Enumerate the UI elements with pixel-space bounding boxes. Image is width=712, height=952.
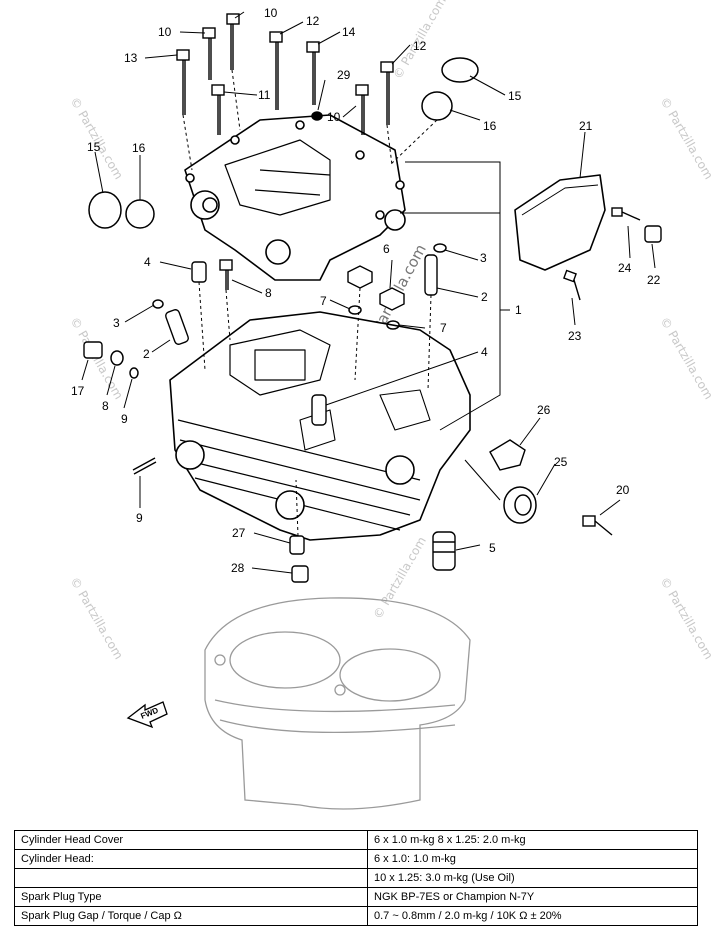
callout-13: 13 [124,51,138,65]
cylinder-head-cover [184,114,406,281]
spec-label: Cylinder Head Cover [14,830,368,850]
dowel-4 [191,261,207,283]
watermark-text: © Partzilla.com [657,315,712,402]
callout-21: 21 [579,119,593,133]
callout-3: 3 [480,251,487,265]
spec-value: 0.7 ~ 0.8mm / 2.0 m-kg / 10K Ω ± 20% [367,906,698,926]
bolt-12-right [380,61,394,125]
bolt-10-mid [355,84,369,135]
spec-value: 10 x 1.25: 3.0 m-kg (Use Oil) [367,868,698,888]
spec-label: Spark Plug Gap / Torque / Cap Ω [14,906,368,926]
part-22 [644,225,662,243]
callout-16: 16 [132,141,146,155]
seals [88,57,537,524]
table-row: 10 x 1.25: 3.0 m-kg (Use Oil) [14,868,698,888]
callout-10: 10 [158,25,172,39]
torque-spec-table: Cylinder Head Cover 6 x 1.0 m-kg 8 x 1.2… [14,830,698,926]
front-direction-arrow: FWD [126,701,168,729]
leader-lines [81,11,656,574]
cylinder-head [169,311,471,541]
bolt-8 [219,259,233,290]
table-row: Spark Plug Type NGK BP-7ES or Champion N… [14,887,698,907]
callout-10: 10 [327,110,341,124]
callout-20: 20 [616,483,630,497]
bolt-24 [611,207,641,221]
spec-label: Spark Plug Type [14,887,368,907]
watermark-text: © Partzilla.com [657,95,712,182]
nut-6-bottom [379,287,405,311]
callout-4: 4 [144,255,151,269]
callout-25: 25 [554,455,568,469]
bolt-10-top [226,13,240,70]
table-row: Spark Plug Gap / Torque / Cap Ω 0.7 ~ 0.… [14,906,698,926]
callout-14: 14 [342,25,356,39]
callout-1: 1 [515,303,522,317]
callout-9: 9 [136,511,143,525]
callout-16: 16 [483,119,497,133]
callout-23: 23 [568,329,582,343]
callout-15: 15 [508,89,522,103]
bolt-10-left [202,27,216,80]
spark-plug-26 [489,439,526,471]
guide-4-mid [311,394,327,426]
callout-5: 5 [489,541,496,555]
cylinder-block-outline [204,597,471,810]
part-28 [291,565,309,583]
guide-2-left [165,309,189,345]
callout-15: 15 [87,140,101,154]
watermark-text: © Partzilla.com [67,95,125,182]
callout-8: 8 [102,399,109,413]
watermark-text: © Partzilla.com [370,534,428,621]
callout-9: 9 [121,412,128,426]
plug-17 [83,341,103,359]
callout-24: 24 [618,261,632,275]
callout-2: 2 [143,347,150,361]
callout-4: 4 [481,345,488,359]
spec-label [14,868,368,888]
bolt-11 [211,84,225,135]
bolt-23 [563,269,581,301]
callout-29: 29 [337,68,351,82]
spec-value: 6 x 1.0: 1.0 m-kg [367,849,698,869]
callout-7: 7 [320,294,327,308]
callout-27: 27 [232,526,246,540]
stud-9 [132,457,157,475]
callout-7: 7 [440,321,447,335]
bolt-12-left [269,31,283,110]
callout-10: 10 [264,6,278,20]
callout-12: 12 [413,39,427,53]
callout-6: 6 [383,242,390,256]
callout-28: 28 [231,561,245,575]
bolts [83,13,662,583]
callout-17: 17 [71,384,85,398]
callout-11: 11 [258,88,271,102]
side-cover-21 [514,174,606,271]
callout-8: 8 [265,286,272,300]
watermark-text: © Partzilla.com [657,575,712,662]
spec-value: 6 x 1.0 m-kg 8 x 1.25: 2.0 m-kg [367,830,698,850]
callout-3: 3 [113,316,120,330]
callout-26: 26 [537,403,551,417]
spec-value: NGK BP-7ES or Champion N-7Y [367,887,698,907]
spec-label: Cylinder Head: [14,849,368,869]
table-row: Cylinder Head Cover 6 x 1.0 m-kg 8 x 1.2… [14,830,698,850]
bolt-14 [306,41,320,105]
callout-12: 12 [306,14,320,28]
callout-22: 22 [647,273,661,287]
part-27 [289,535,305,555]
bolt-20 [582,515,613,536]
watermark-text: © Partzilla.com [67,575,125,662]
callout-numbers: 10 10 12 13 14 12 29 11 10 15 16 15 16 2… [71,6,661,575]
guide-2-right [424,254,438,296]
nut-6-top [347,265,373,289]
part-5 [432,531,456,571]
bolt-13 [176,49,190,115]
table-row: Cylinder Head: 6 x 1.0: 1.0 m-kg [14,849,698,869]
callout-2: 2 [481,290,488,304]
